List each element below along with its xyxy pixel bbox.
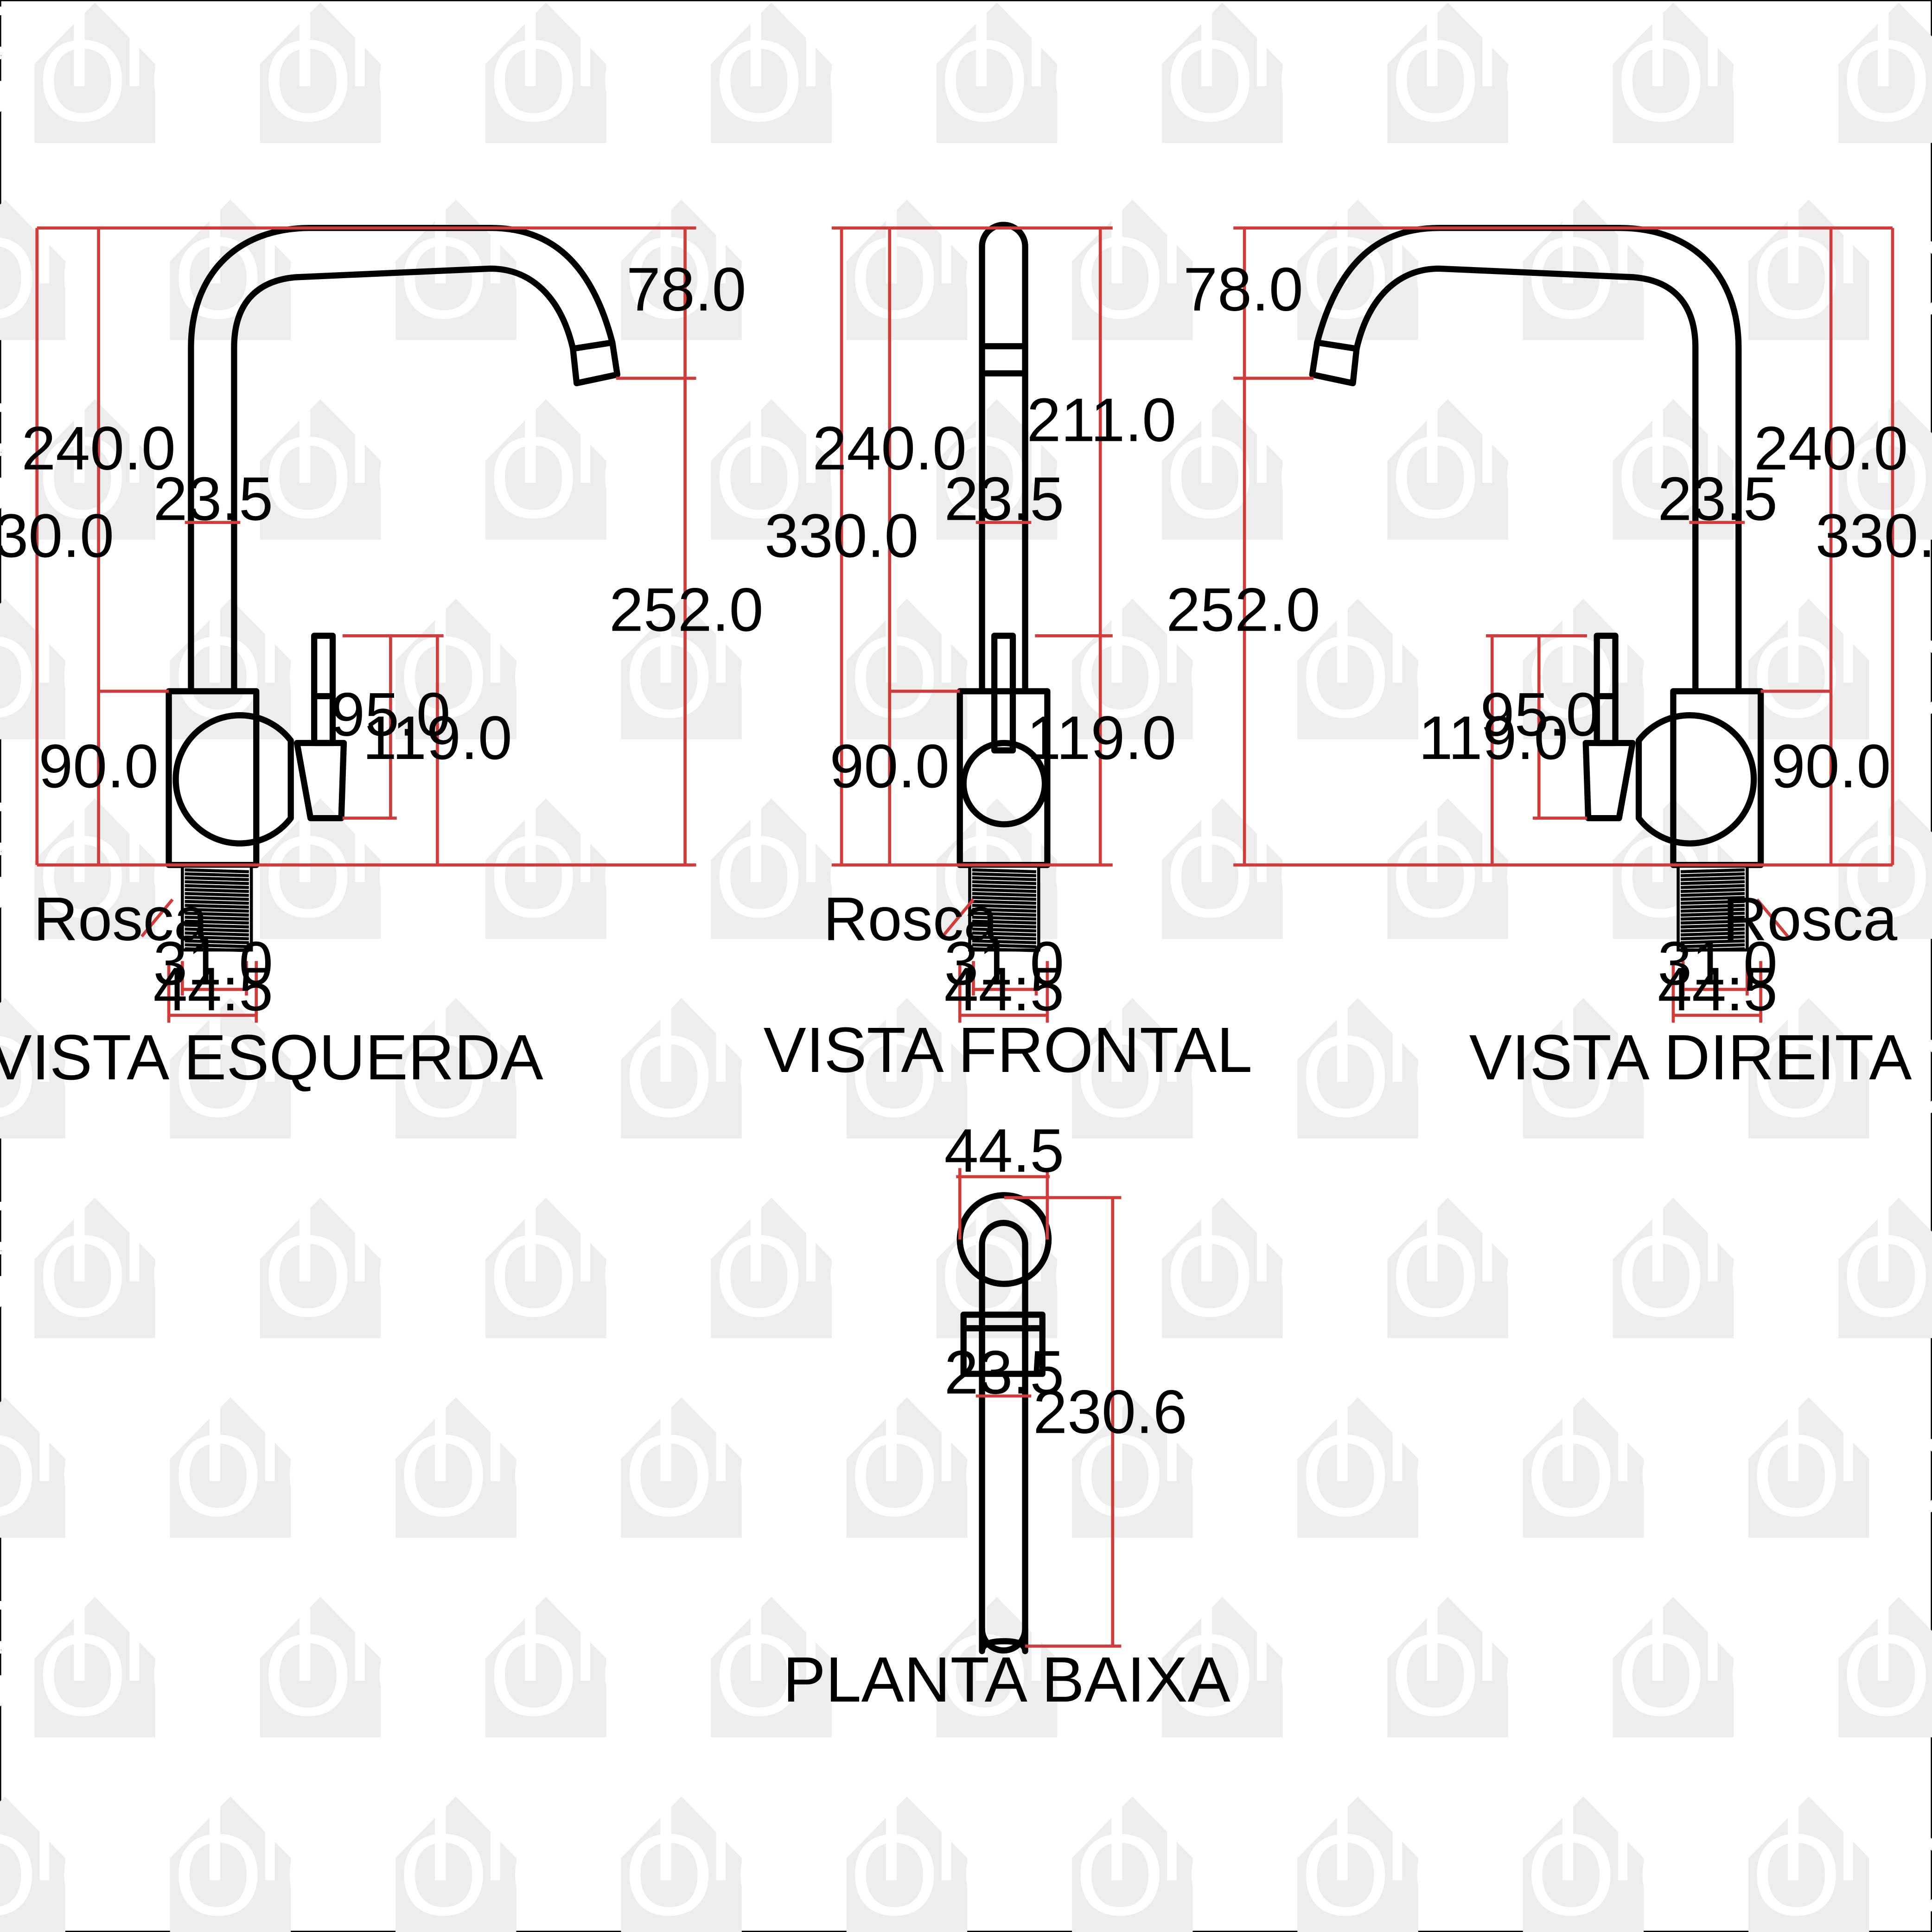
dim-body-height: 90.0 — [829, 732, 950, 801]
view-title: VISTA DIREITA — [1469, 1022, 1912, 1093]
spout-plan — [979, 1219, 1028, 1654]
dim-spout-height: 240.0 — [812, 414, 966, 483]
dim-reach: 230.6 — [1033, 1378, 1187, 1447]
spout-outlet — [570, 339, 621, 387]
view-front: 330.0 240.0 211.0 90.0 119.0 23.5 31.0 4… — [764, 222, 1253, 1086]
view-title: PLANTA BAIXA — [783, 1644, 1231, 1715]
view-plan: 44.5 23.5 230.6 PLANTA BAIXA — [783, 1116, 1231, 1715]
thread-front — [969, 866, 1039, 952]
watermark-tile — [1637, 1376, 1932, 1540]
watermark-tile — [1637, 1775, 1932, 1932]
dim-handle-top: 119.0 — [363, 704, 512, 772]
dim-total-height: 330.0 — [765, 502, 918, 570]
thread-label: Rosca — [33, 885, 208, 954]
view-left: 330.0 240.0 78.0 252.0 90.0 95.0 119.0 2… — [0, 224, 763, 1093]
view-title: VISTA FRONTAL — [764, 1014, 1253, 1086]
dim-thread-diameter: 31.0 — [153, 929, 273, 998]
dim-total-height: 330.0 — [0, 502, 114, 570]
dim-handle-height: 95.0 — [1480, 681, 1600, 749]
view-title: VISTA ESQUERDA — [0, 1022, 543, 1093]
thread-left — [182, 866, 251, 952]
dim-body-height: 90.0 — [38, 732, 159, 801]
dim-pipe-diameter: 23.5 — [944, 1339, 1065, 1407]
dim-pipe-diameter: 23.5 — [153, 465, 273, 533]
dim-thread-diameter: 31.0 — [944, 929, 1065, 998]
watermark-tile — [1727, 0, 1932, 146]
view-right-labels: 330.0 240.0 78.0 252.0 90.0 95.0 119.0 2… — [1166, 255, 1932, 1093]
spout-front — [979, 222, 1028, 695]
dim-spout-drop: 78.0 — [626, 255, 746, 324]
watermark-tile — [1637, 179, 1932, 343]
dim-handle-top: 119.0 — [1419, 704, 1569, 772]
handle-cap — [172, 712, 294, 847]
dim-body-height: 90.0 — [1771, 732, 1891, 801]
dim-pipe-diameter: 23.5 — [1658, 465, 1778, 533]
dim-base-width: 44.5 — [944, 955, 1065, 1024]
lever-plan — [960, 1311, 1046, 1377]
dim-handle-height: 95.0 — [331, 681, 451, 749]
dim-spout-height: 240.0 — [1754, 414, 1908, 483]
dim-spout-height: 240.0 — [21, 414, 175, 483]
lever-rod — [311, 632, 336, 746]
dim-thread-diameter: 31.0 — [1658, 929, 1778, 998]
thread-label: Rosca — [1723, 885, 1898, 954]
dim-handle-top: 119.0 — [1027, 704, 1177, 772]
dim-upper-height: 211.0 — [1027, 386, 1177, 454]
thread-label: Rosca — [823, 885, 998, 954]
dim-outlet-height: 252.0 — [609, 576, 763, 644]
dim-outlet-height: 252.0 — [1166, 576, 1320, 644]
dim-base-width: 44.5 — [153, 955, 273, 1024]
handle-cap — [960, 740, 1048, 828]
view-right — [1233, 224, 1894, 1023]
dim-base-width: 44.5 — [944, 1116, 1065, 1185]
dim-pipe-diameter: 23.5 — [944, 465, 1065, 533]
dim-spout-drop: 78.0 — [1183, 255, 1303, 324]
dim-base-width: 44.5 — [1658, 955, 1778, 1024]
lever-rod — [991, 632, 1016, 754]
dim-total-height: 330.0 — [1816, 502, 1932, 570]
